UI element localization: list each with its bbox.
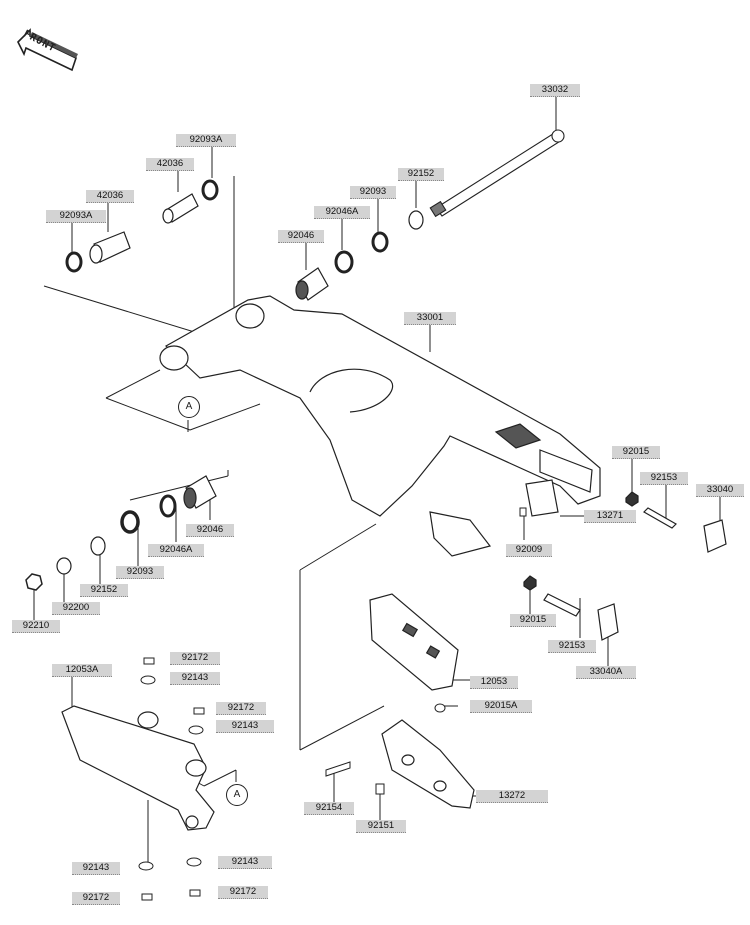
- part-label: 92152: [80, 584, 128, 597]
- part-label: 92200: [52, 602, 100, 615]
- part-label: 33040A: [576, 666, 636, 679]
- part-label: 92015A: [470, 700, 532, 713]
- part-label: 92154: [304, 802, 354, 815]
- part-label: 92143: [218, 856, 272, 869]
- part-label: 92210: [12, 620, 60, 633]
- part-label: 12053: [470, 676, 518, 689]
- callout-a-lower: A: [226, 784, 248, 806]
- part-label: 42036: [146, 158, 194, 171]
- pivot-shaft: [429, 129, 565, 218]
- part-label: 92046A: [314, 206, 370, 219]
- part-label: 92046: [278, 230, 324, 243]
- part-label: 92093A: [176, 134, 236, 147]
- part-label: 42036: [86, 190, 134, 203]
- part-label: 92172: [72, 892, 120, 905]
- part-label: 13271: [584, 510, 636, 523]
- part-label: 92143: [72, 862, 120, 875]
- part-label: 92046A: [148, 544, 204, 557]
- part-label: 92143: [216, 720, 274, 733]
- part-label: 12053A: [52, 664, 112, 677]
- part-label: 92151: [356, 820, 406, 833]
- part-label: 92015: [612, 446, 660, 459]
- chain-slipper: [61, 705, 215, 831]
- part-label: 92172: [170, 652, 220, 665]
- part-label: 92009: [506, 544, 552, 557]
- part-label: 13272: [476, 790, 548, 803]
- chain-guide: [369, 593, 459, 691]
- part-label: 92143: [170, 672, 220, 685]
- part-label: 92152: [398, 168, 444, 181]
- part-label: 92093: [350, 186, 396, 199]
- part-label: 33040: [696, 484, 744, 497]
- part-label: 92153: [548, 640, 596, 653]
- rear-chain-guide: [381, 719, 475, 809]
- swingarm-frame: [159, 295, 601, 557]
- front-direction-arrow: [16, 24, 80, 76]
- callout-a-upper: A: [178, 396, 200, 418]
- part-label: 92046: [186, 524, 234, 537]
- part-label: 92172: [218, 886, 268, 899]
- part-label: 92153: [640, 472, 688, 485]
- part-label: 33001: [404, 312, 456, 325]
- part-label: 92093A: [46, 210, 106, 223]
- part-label: 92015: [510, 614, 556, 627]
- part-label: 92172: [216, 702, 266, 715]
- part-label: 92093: [116, 566, 164, 579]
- part-label: 33032: [530, 84, 580, 97]
